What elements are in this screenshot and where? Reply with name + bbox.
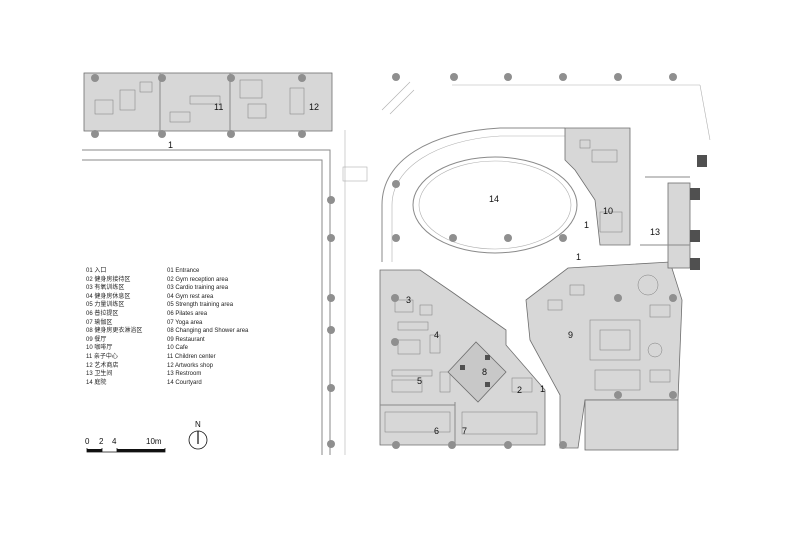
legend-cn-item: 01 入口 xyxy=(86,268,107,274)
north-label: N xyxy=(195,420,201,429)
legend-en-item: 07 Yoga area xyxy=(167,319,203,326)
label-pilates: 6 xyxy=(434,426,439,436)
scale-label-4: 4 xyxy=(112,437,117,446)
north-arrow: N xyxy=(188,420,208,450)
legend-en-item: 03 Cardio training area xyxy=(167,285,229,292)
room-labels: 1 1 1 1 2 3 4 5 6 7 8 9 10 11 12 13 14 xyxy=(168,102,660,436)
label-artworks-shop: 12 xyxy=(309,102,319,112)
legend-cn-item: 11 亲子中心 xyxy=(86,353,118,360)
legend-en-item: 12 Artworks shop xyxy=(167,362,214,369)
legend-en-item: 01 Entrance xyxy=(167,268,200,274)
scale-bar: 0 2 4 10m xyxy=(85,437,166,453)
gym-block xyxy=(379,269,546,446)
structural-columns xyxy=(91,73,677,449)
legend-cn-item: 09 餐厅 xyxy=(86,336,107,343)
legend-en-item: 13 Restroom xyxy=(167,371,202,378)
label-cardio-training: 3 xyxy=(406,295,411,305)
legend-cn-item: 13 卫生间 xyxy=(86,371,113,378)
label-restroom: 13 xyxy=(650,227,660,237)
legend-en-item: 11 Children center xyxy=(167,353,216,360)
legend-en-item: 09 Restaurant xyxy=(167,336,205,343)
label-gym-reception: 2 xyxy=(517,385,522,395)
label-entrance-cafe: 1 xyxy=(584,220,589,230)
legend-cn-item: 04 健身房休息区 xyxy=(86,293,131,300)
label-cafe: 10 xyxy=(603,206,613,216)
legend-en-item: 06 Pilates area xyxy=(167,310,208,317)
legend-cn-item: 08 健身房更衣淋浴区 xyxy=(86,328,143,335)
scale-label-0: 0 xyxy=(85,437,90,446)
scale-label-10m: 10m xyxy=(146,437,162,446)
legend-cn-item: 02 健身房接待区 xyxy=(86,276,131,283)
legend-cn-item: 03 有氧训练区 xyxy=(86,285,125,292)
legend-cn-item: 10 咖啡厅 xyxy=(86,345,113,352)
courtyard xyxy=(342,81,578,262)
legend-cn-item: 05 力量训练区 xyxy=(86,302,125,309)
legend-cn-item: 12 艺术商店 xyxy=(86,362,119,369)
label-children-center: 11 xyxy=(214,102,223,112)
cafe-block xyxy=(564,127,707,270)
legend-en-item: 08 Changing and Shower area xyxy=(167,328,249,335)
legend-cn-item: 06 普拉提区 xyxy=(86,310,119,317)
site-lines xyxy=(82,84,711,455)
label-entrance-restaurant: 1 xyxy=(576,252,581,262)
legend-en-item: 04 Gym rest area xyxy=(167,293,214,300)
label-yoga: 7 xyxy=(462,426,467,436)
legend-english: 01 Entrance 02 Gym reception area 03 Car… xyxy=(167,267,248,387)
legend-en-item: 05 Strength training area xyxy=(167,302,234,309)
legend-cn-item: 07 瑜伽区 xyxy=(86,319,113,326)
legend-en-item: 14 Courtyard xyxy=(167,379,202,386)
north-strip xyxy=(83,72,333,132)
label-courtyard: 14 xyxy=(489,194,499,204)
scale-label-2: 2 xyxy=(99,437,104,446)
label-gym-rest: 4 xyxy=(434,330,439,340)
label-entrance-north: 1 xyxy=(168,140,173,150)
restaurant-block xyxy=(525,261,683,451)
label-strength-training: 5 xyxy=(417,376,422,386)
room-children-center-and-artworks-shop xyxy=(83,72,333,132)
label-changing-shower: 8 xyxy=(482,367,487,377)
legend-en-item: 02 Gym reception area xyxy=(167,276,229,283)
legend-chinese: 01 入口 02 健身房接待区 03 有氧训练区 04 健身房休息区 05 力量… xyxy=(86,267,142,387)
label-entrance-gym: 1 xyxy=(540,384,545,394)
label-restaurant: 9 xyxy=(568,330,573,340)
legend-en-item: 10 Cafe xyxy=(167,345,189,352)
legend-cn-item: 14 庭院 xyxy=(86,379,107,386)
